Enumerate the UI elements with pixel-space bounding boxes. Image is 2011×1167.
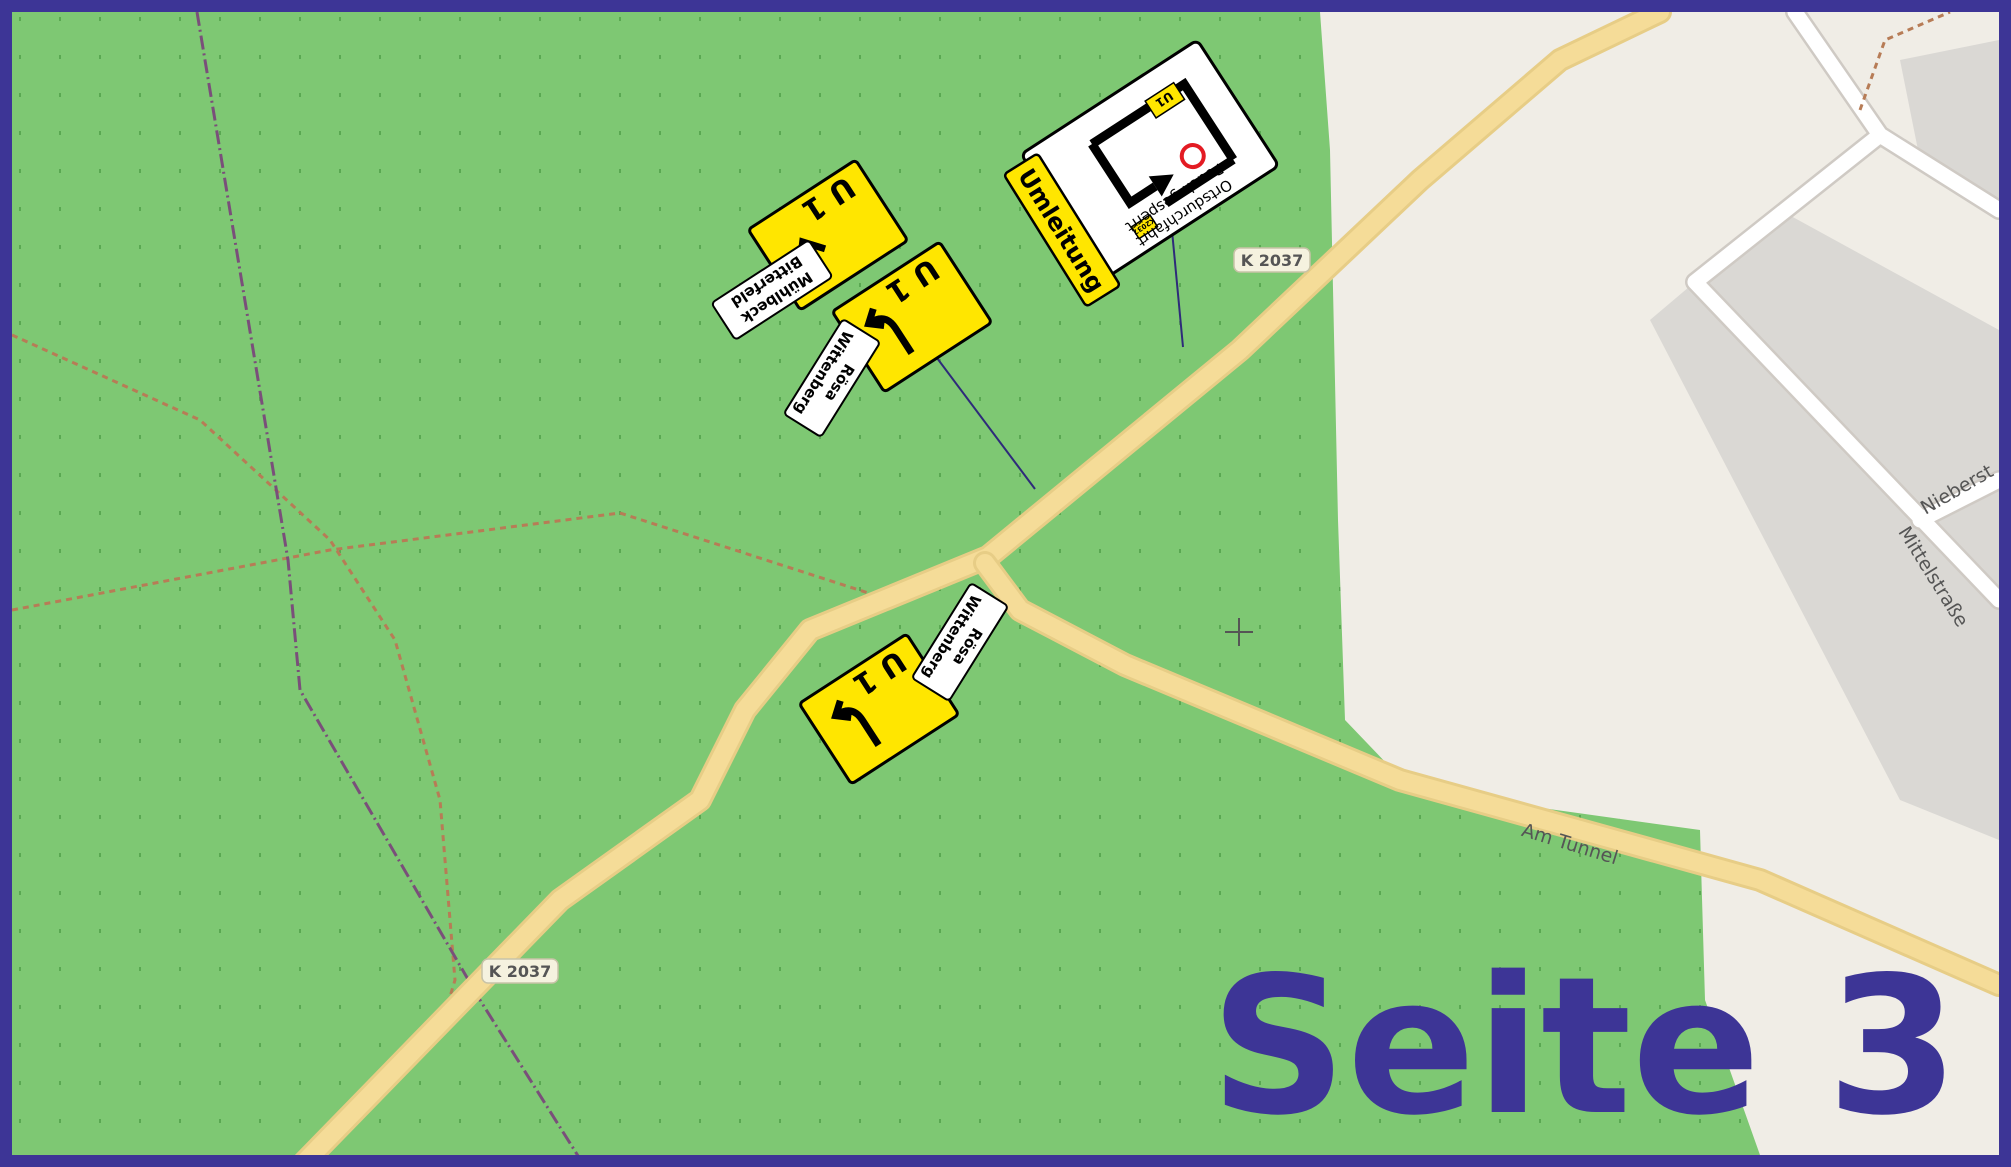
badge-u1: U1 [1144, 81, 1186, 119]
sign-pointer-lines [936, 219, 1184, 490]
detour-route-icon [1089, 77, 1237, 207]
forest-area [12, 12, 1760, 1155]
road-k2037[interactable] [294, 12, 1672, 1167]
svg-text:K 2037: K 2037 [1241, 251, 1304, 270]
power-line [195, 12, 580, 1155]
road-am-tunnel[interactable] [973, 551, 1999, 997]
label-k2037-bottom: K 2037 [481, 958, 559, 984]
footpaths [12, 12, 1951, 1031]
page-label: Seite 3 [1210, 936, 1959, 1157]
turn-arrow-icon [864, 307, 915, 355]
svg-text:K 2037: K 2037 [489, 962, 552, 981]
label-k2037-top: K 2037 [1233, 247, 1311, 273]
turn-arrow-icon [831, 699, 882, 747]
no-entry-icon [1179, 143, 1206, 170]
crosshair-icon [1225, 618, 1253, 646]
closure-sign[interactable]: U1 K2037 Ortsdurchfahrt Pouch gesperrt [1021, 40, 1279, 280]
building-block-1 [1650, 210, 1999, 840]
